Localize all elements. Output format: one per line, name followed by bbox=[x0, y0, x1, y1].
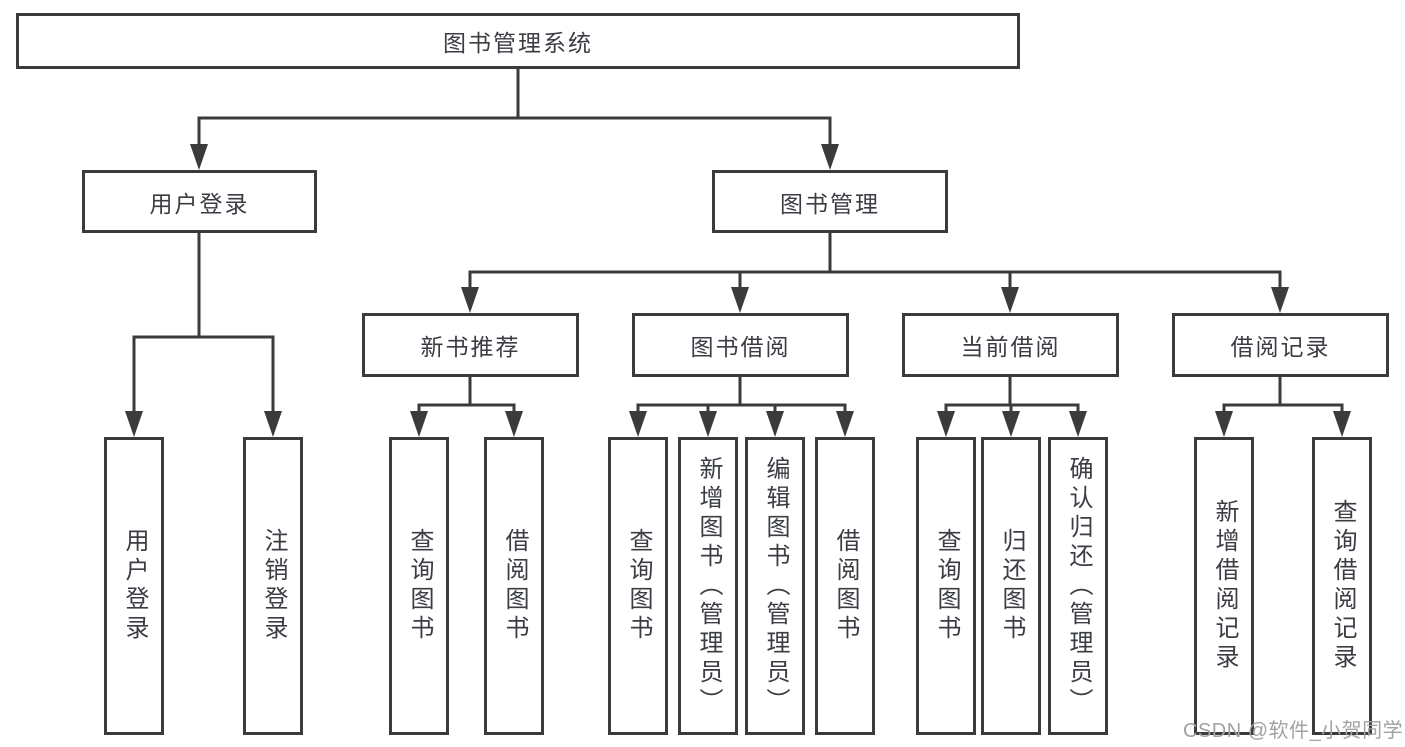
node-current-borrow-label: 当前借阅 bbox=[960, 334, 1061, 360]
node-query-books-borrow-label: 查询图书 bbox=[625, 528, 652, 644]
node-logout-leaf-label: 注销登录 bbox=[260, 528, 287, 644]
arrowhead bbox=[821, 144, 839, 170]
node-add-borrow-record: 新增借阅记录 bbox=[1194, 437, 1254, 735]
node-new-book-recommend-label: 新书推荐 bbox=[420, 334, 521, 360]
node-borrow-records-label: 借阅记录 bbox=[1230, 334, 1331, 360]
arrowhead bbox=[699, 411, 717, 437]
arrowhead bbox=[125, 411, 143, 437]
arrowhead bbox=[937, 411, 955, 437]
node-query-borrow-record-label: 查询借阅记录 bbox=[1329, 499, 1356, 673]
arrowhead bbox=[1001, 287, 1019, 313]
node-query-books-borrow: 查询图书 bbox=[608, 437, 668, 735]
arrowhead bbox=[190, 144, 208, 170]
node-confirm-return-admin-label: 确认归还（管理员） bbox=[1065, 455, 1092, 717]
node-borrow-books-leaf-label: 借阅图书 bbox=[832, 528, 859, 644]
arrowhead bbox=[836, 411, 854, 437]
node-system-root-label: 图书管理系统 bbox=[443, 30, 593, 56]
node-borrow-books-recommend-label: 借阅图书 bbox=[501, 528, 528, 644]
node-return-books-label: 归还图书 bbox=[998, 528, 1025, 644]
node-borrow-records: 借阅记录 bbox=[1172, 313, 1389, 377]
arrowhead bbox=[264, 411, 282, 437]
node-query-borrow-record: 查询借阅记录 bbox=[1312, 437, 1372, 735]
node-user-login-label: 用户登录 bbox=[149, 190, 250, 217]
node-edit-book-admin: 编辑图书（管理员） bbox=[745, 437, 805, 735]
arrowhead bbox=[461, 287, 479, 313]
node-borrow-books-leaf: 借阅图书 bbox=[815, 437, 875, 735]
node-book-management-label: 图书管理 bbox=[780, 190, 880, 217]
node-book-borrow: 图书借阅 bbox=[632, 313, 849, 377]
node-user-login-leaf: 用户登录 bbox=[104, 437, 164, 735]
arrowhead bbox=[410, 411, 428, 437]
arrowhead bbox=[1333, 411, 1351, 437]
arrowhead bbox=[1002, 411, 1020, 437]
arrowhead bbox=[766, 411, 784, 437]
arrowhead bbox=[1215, 411, 1233, 437]
csdn-watermark: CSDN @软件_小贺同学 bbox=[1183, 720, 1404, 742]
arrowhead bbox=[1271, 287, 1289, 313]
node-borrow-books-recommend: 借阅图书 bbox=[484, 437, 544, 735]
node-book-management: 图书管理 bbox=[712, 170, 948, 233]
node-logout-leaf: 注销登录 bbox=[243, 437, 303, 735]
node-user-login: 用户登录 bbox=[82, 170, 317, 233]
node-add-borrow-record-label: 新增借阅记录 bbox=[1211, 499, 1238, 673]
arrowhead bbox=[1069, 411, 1087, 437]
arrowhead bbox=[731, 287, 749, 313]
node-new-book-recommend: 新书推荐 bbox=[362, 313, 579, 377]
node-query-books-recommend: 查询图书 bbox=[389, 437, 449, 735]
node-add-book-admin-label: 新增图书（管理员） bbox=[695, 455, 722, 717]
node-current-borrow: 当前借阅 bbox=[902, 313, 1119, 377]
arrowhead bbox=[629, 411, 647, 437]
node-confirm-return-admin: 确认归还（管理员） bbox=[1048, 437, 1108, 735]
arrowhead bbox=[505, 411, 523, 437]
node-query-books-recommend-label: 查询图书 bbox=[406, 528, 433, 644]
node-user-login-leaf-label: 用户登录 bbox=[121, 528, 148, 644]
node-book-borrow-label: 图书借阅 bbox=[690, 334, 791, 360]
node-add-book-admin: 新增图书（管理员） bbox=[678, 437, 738, 735]
node-system-root: 图书管理系统 bbox=[16, 13, 1020, 69]
node-return-books: 归还图书 bbox=[981, 437, 1041, 735]
node-query-books-current: 查询图书 bbox=[916, 437, 976, 735]
node-edit-book-admin-label: 编辑图书（管理员） bbox=[762, 455, 789, 717]
node-query-books-current-label: 查询图书 bbox=[933, 528, 960, 644]
